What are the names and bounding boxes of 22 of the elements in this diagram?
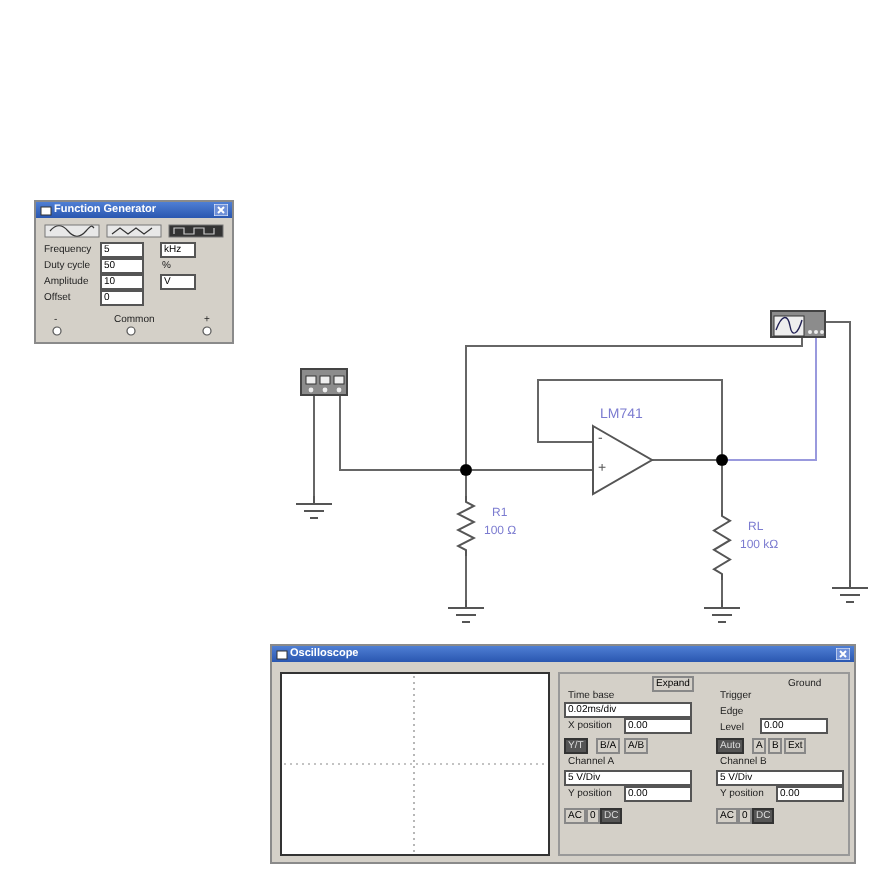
- ground-symbol: [446, 600, 486, 624]
- junction-dot: [716, 454, 728, 466]
- wire: [465, 475, 467, 497]
- wire: [465, 337, 803, 465]
- wire: [721, 465, 723, 511]
- wire: [339, 395, 461, 471]
- ground-symbol: [702, 600, 742, 624]
- oscilloscope-symbol: [770, 310, 826, 338]
- wire: [721, 579, 723, 601]
- wire: [537, 379, 723, 455]
- junction-dot: [460, 464, 472, 476]
- wire: [471, 469, 593, 471]
- ground-symbol: [830, 580, 870, 604]
- oscilloscope-window: [270, 644, 856, 864]
- wire: [825, 321, 851, 581]
- function-generator-window: [34, 200, 234, 344]
- function-generator-symbol: [300, 368, 348, 396]
- wire: [727, 337, 817, 461]
- wire: [651, 459, 717, 461]
- ground-symbol: [294, 496, 334, 520]
- wire: [465, 555, 467, 601]
- wire: [313, 395, 315, 497]
